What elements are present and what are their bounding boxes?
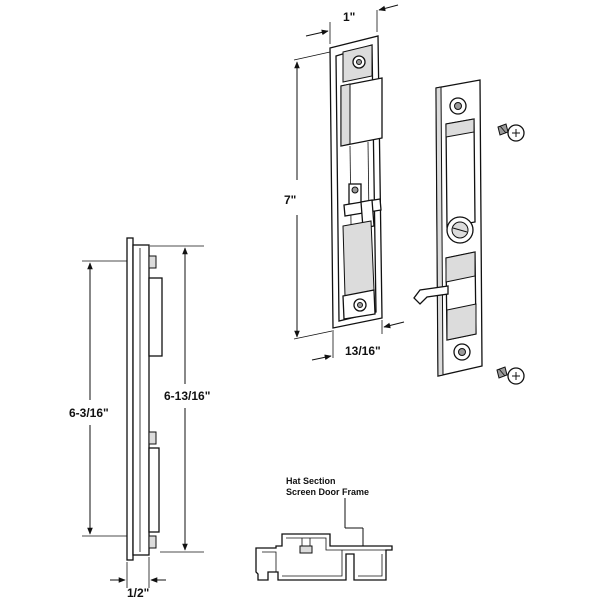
label-height-7: 7" [284, 193, 296, 207]
dimension-side-inner-height: 6-3/16" [69, 260, 127, 537]
dimension-side-thickness: 1/2" [110, 557, 166, 600]
label-side-outer-height: 6-13/16" [164, 389, 210, 403]
hat-section-frame: Hat Section Screen Door Frame [255, 476, 393, 581]
frame-callout-line1: Hat Section [286, 476, 336, 486]
screw-top [497, 123, 525, 142]
frame-callout-line2: Screen Door Frame [286, 487, 369, 497]
latch-side-view [126, 237, 163, 561]
latch-body [329, 35, 383, 329]
dimension-side-outer-height: 6-13/16" [150, 245, 210, 553]
dimension-bottom-width: 13/16" [311, 320, 405, 361]
label-side-thickness: 1/2" [127, 586, 149, 600]
face-plate [413, 79, 483, 377]
dimension-height-7: 7" [284, 51, 333, 340]
dimension-top-width: 1" [305, 4, 399, 44]
label-bottom-width: 13/16" [345, 344, 381, 358]
screw-bottom [496, 366, 525, 385]
label-side-inner-height: 6-3/16" [69, 406, 109, 420]
label-top-width: 1" [343, 10, 355, 24]
